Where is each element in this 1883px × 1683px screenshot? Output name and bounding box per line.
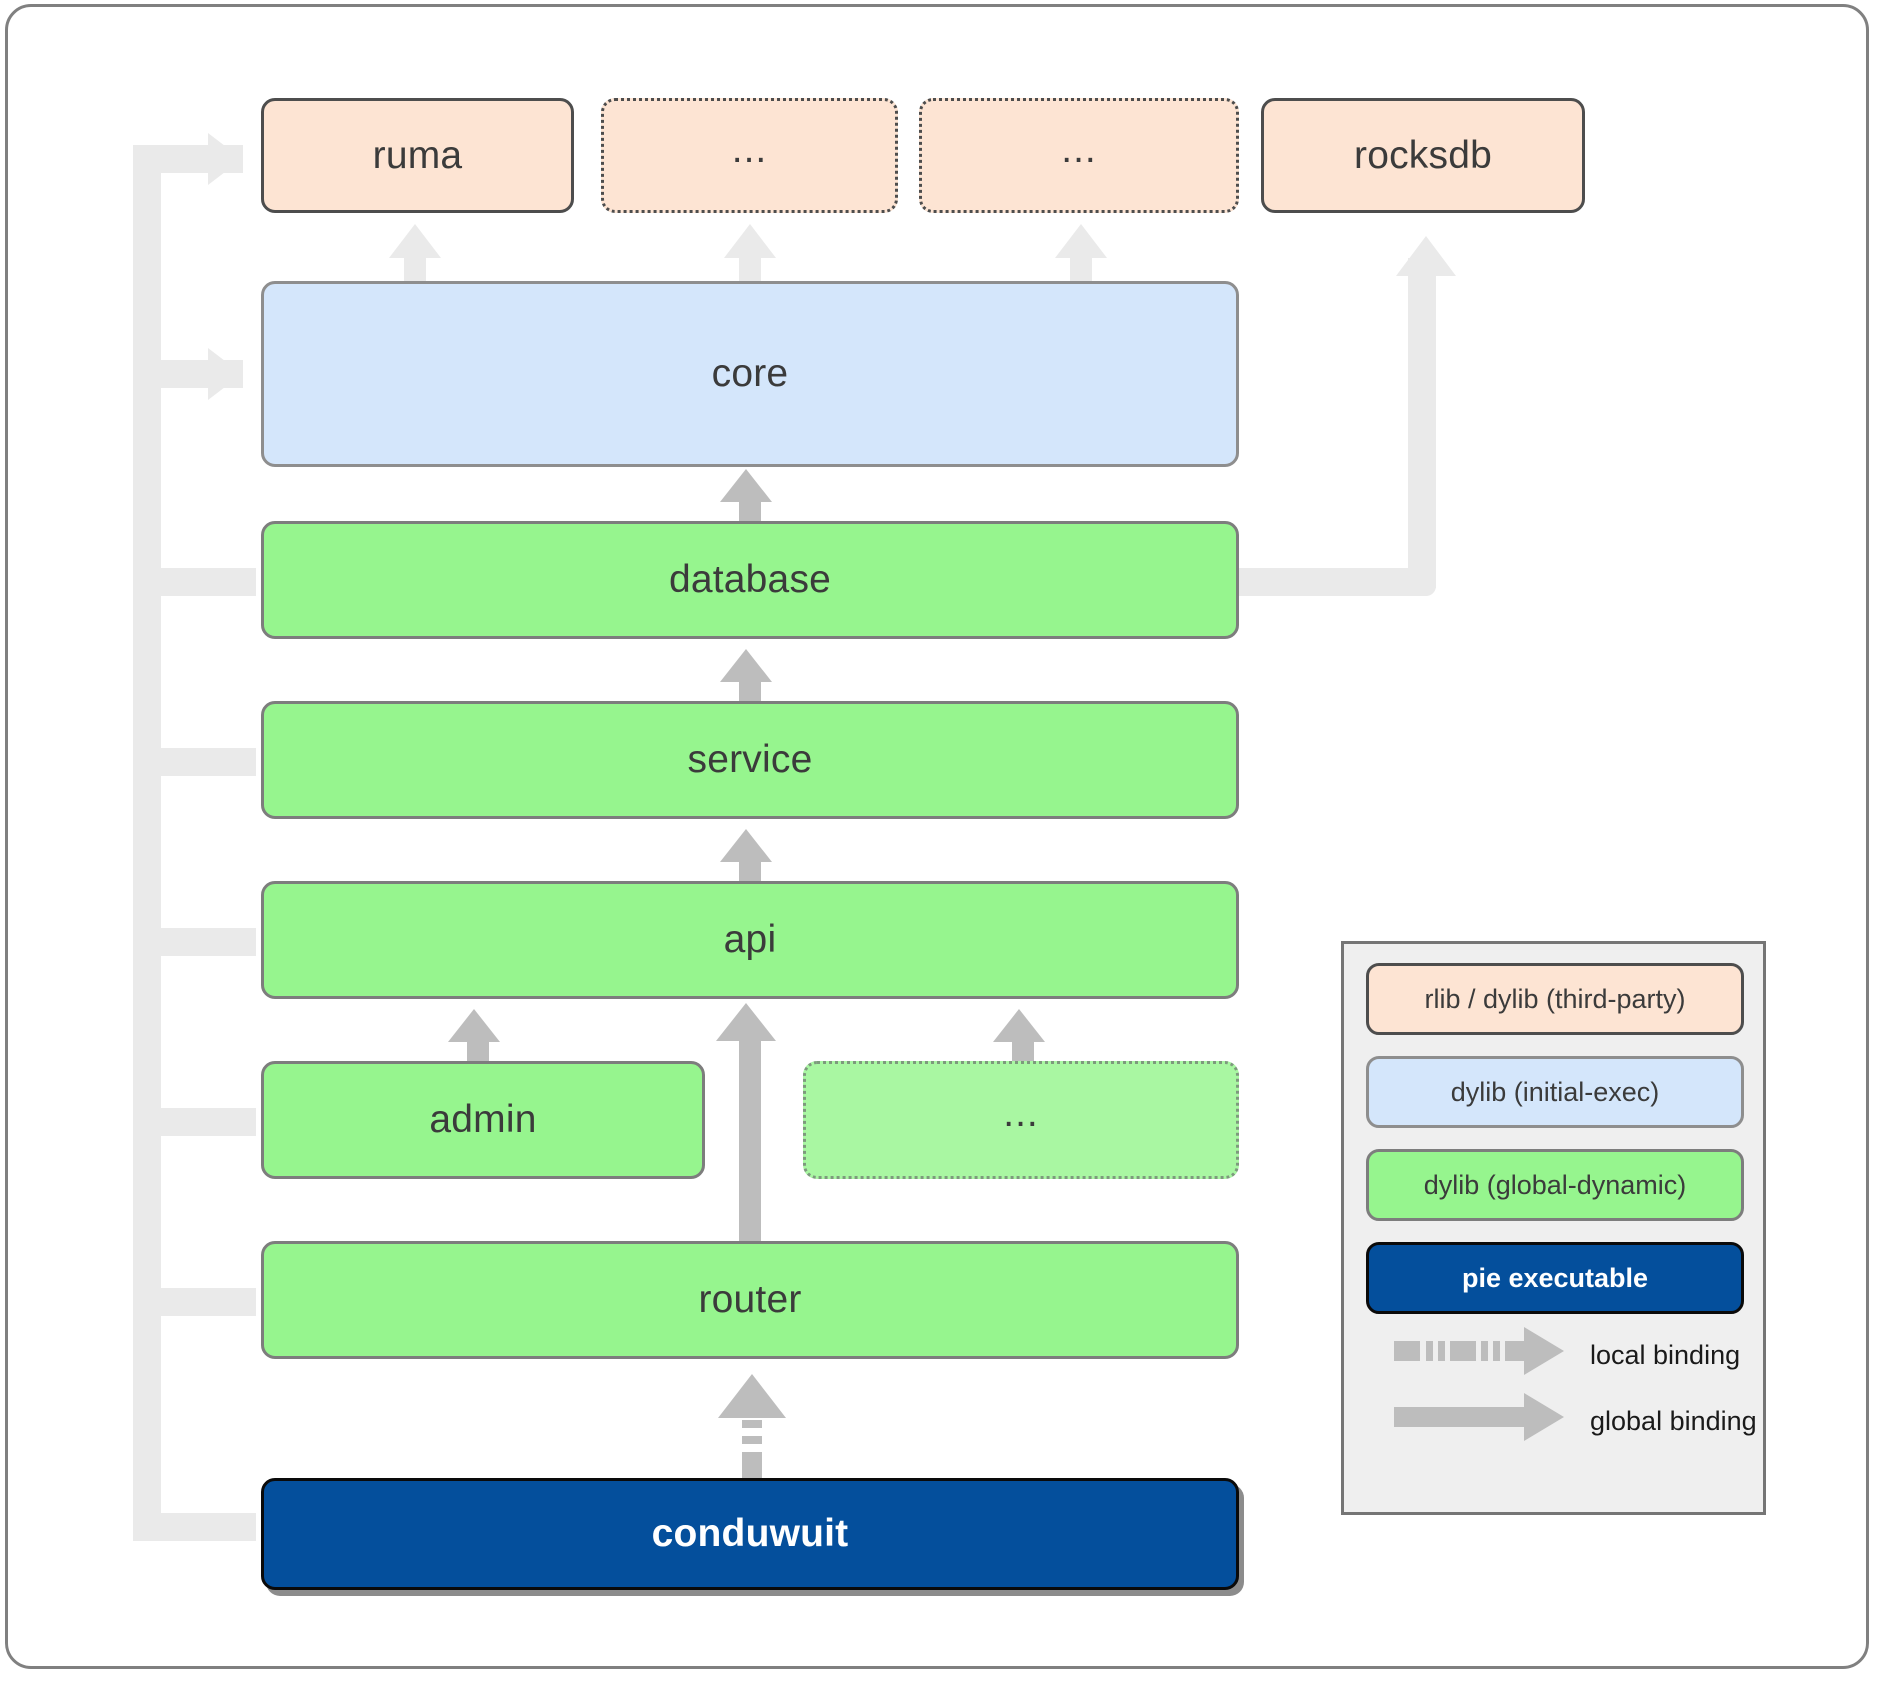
- legend-chip-initial-exec-label: dylib (initial-exec): [1450, 1076, 1660, 1107]
- node-api-label: api: [723, 918, 777, 961]
- arrow-admin-to-api-head: [448, 1009, 500, 1042]
- arrow-service-to-database-head: [720, 649, 772, 682]
- legend-panel: rlib / dylib (third-party) dylib (initia…: [1341, 941, 1766, 1515]
- legend-chip-pie-executable: pie executable: [1366, 1242, 1744, 1314]
- node-router-label: router: [698, 1278, 802, 1321]
- legend-chip-global-dynamic: dylib (global-dynamic): [1366, 1149, 1744, 1221]
- legend-global-binding-label: global binding: [1590, 1406, 1757, 1436]
- node-rocksdb-label: rocksdb: [1354, 133, 1492, 177]
- node-ellipsis-top-2[interactable]: ...: [919, 98, 1239, 213]
- node-ruma-label: ruma: [372, 133, 463, 177]
- branch-conduwuit: [133, 1513, 256, 1541]
- node-admin-label: admin: [429, 1098, 537, 1141]
- legend-chip-third-party: rlib / dylib (third-party): [1366, 963, 1744, 1035]
- legend-chip-initial-exec: dylib (initial-exec): [1366, 1056, 1744, 1128]
- node-core-label: core: [711, 352, 789, 395]
- node-conduwuit-label: conduwuit: [651, 1512, 849, 1555]
- arrow-database-to-core-head: [720, 469, 772, 502]
- node-ellipsis-api-label: ...: [1003, 1092, 1039, 1135]
- node-ellipsis-api[interactable]: ...: [803, 1061, 1239, 1179]
- branch-router: [161, 1288, 256, 1316]
- legend-chip-third-party-label: rlib / dylib (third-party): [1424, 983, 1686, 1014]
- branch-core-arrowhead: [208, 348, 242, 400]
- node-rocksdb[interactable]: rocksdb: [1261, 98, 1585, 213]
- node-service-label: service: [687, 738, 813, 781]
- node-database-label: database: [668, 558, 832, 601]
- node-router[interactable]: router: [261, 1241, 1239, 1359]
- diagram-frame: [5, 4, 1869, 1669]
- branch-ruma-arrowhead: [208, 133, 242, 185]
- node-database[interactable]: database: [261, 521, 1239, 639]
- arrow-database-to-rocksdb-head: [1396, 236, 1456, 276]
- branch-admin: [161, 1108, 256, 1136]
- arrow-conduwuit-to-router-head: [718, 1374, 786, 1418]
- node-api[interactable]: api: [261, 881, 1239, 999]
- arrow-conduwuit-to-router-seg1: [742, 1452, 762, 1480]
- node-ruma[interactable]: ruma: [261, 98, 574, 213]
- arrow-database-to-rocksdb-vertical: [1408, 258, 1436, 588]
- arrow-ellipsis-api-to-api-head: [993, 1009, 1045, 1042]
- node-ellipsis-top-1[interactable]: ...: [601, 98, 898, 213]
- arrow-conduwuit-to-router-seg3: [742, 1420, 762, 1428]
- branch-service: [161, 748, 256, 776]
- legend-local-binding-label: local binding: [1590, 1340, 1741, 1370]
- node-admin[interactable]: admin: [261, 1061, 705, 1179]
- branch-database: [161, 568, 256, 596]
- arrow-api-to-service-head: [720, 829, 772, 862]
- node-service[interactable]: service: [261, 701, 1239, 819]
- legend-chip-pie-executable-label: pie executable: [1461, 1262, 1649, 1293]
- arrow-core-to-ruma-head: [389, 224, 441, 258]
- arrow-core-to-ellipsis1-head: [724, 224, 776, 258]
- legend-chip-global-dynamic-label: dylib (global-dynamic): [1423, 1169, 1687, 1200]
- arrow-conduwuit-to-router-seg2: [742, 1436, 762, 1444]
- trunk-vertical: [133, 150, 161, 1541]
- node-ellipsis-top-1-label: ...: [731, 127, 768, 171]
- branch-api: [161, 928, 256, 956]
- node-ellipsis-top-2-label: ...: [1061, 127, 1097, 171]
- arrow-router-to-api-shaft: [739, 1035, 761, 1245]
- node-core[interactable]: core: [261, 281, 1239, 467]
- node-conduwuit[interactable]: conduwuit: [261, 1478, 1239, 1590]
- legend-global-binding-arrow: [1394, 1393, 1564, 1441]
- arrow-database-to-rocksdb-horizontal: [1238, 568, 1436, 596]
- legend-local-binding-arrow: [1394, 1327, 1564, 1375]
- arrow-core-to-ellipsis2-head: [1055, 224, 1107, 258]
- arrow-router-to-api-head: [716, 1003, 776, 1041]
